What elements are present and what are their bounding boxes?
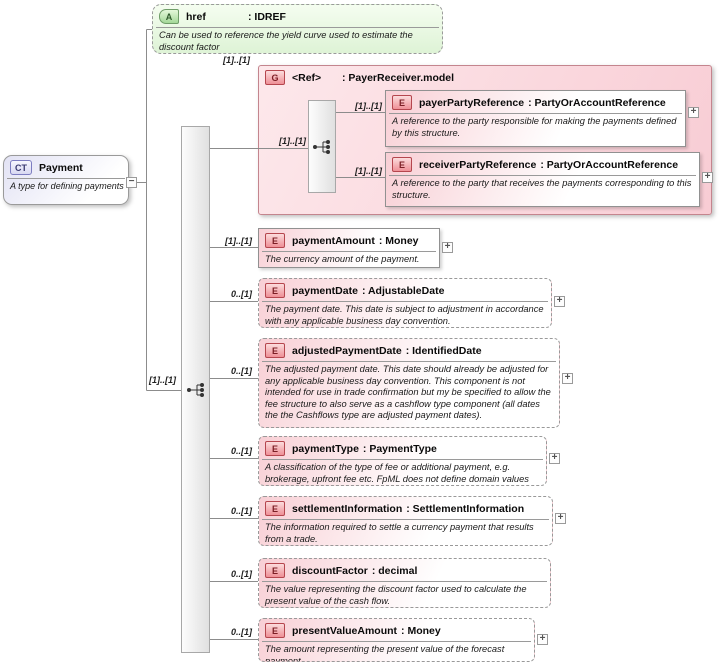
element-name: paymentType (292, 442, 359, 455)
attribute-description: Can be used to reference the yield curve… (156, 27, 439, 53)
element-box-paymentAmount[interactable]: E paymentAmount : Money The currency amo… (258, 228, 440, 268)
occurrence-label-paymentDate: 0..[1] (230, 289, 252, 299)
expand-icon[interactable]: + (442, 242, 453, 253)
occurrence-label-paymentType: 0..[1] (230, 446, 252, 456)
element-type: : decimal (371, 564, 418, 577)
element-icon: E (265, 283, 285, 298)
element-box-receiverPartyReference[interactable]: E receiverPartyReference : PartyOrAccoun… (385, 152, 700, 207)
attribute-type: : IDREF (248, 10, 286, 23)
element-icon: E (265, 441, 285, 456)
collapse-toggle-icon[interactable]: − (126, 177, 137, 188)
occurrence-label-adjustedPaymentDate: 0..[1] (230, 366, 252, 376)
sequence-icon (186, 382, 204, 397)
sequence-bar-group[interactable] (308, 100, 336, 193)
sequence-bar-main[interactable] (181, 126, 210, 653)
element-icon: E (265, 343, 285, 358)
complextype-icon: CT (10, 160, 32, 175)
element-box-adjustedPaymentDate[interactable]: E adjustedPaymentDate : IdentifiedDate T… (258, 338, 560, 428)
element-description: The currency amount of the payment. (262, 251, 436, 267)
expand-icon[interactable]: + (688, 107, 699, 118)
sequence-icon (313, 139, 330, 154)
expand-icon[interactable]: + (562, 373, 573, 384)
element-box-presentValueAmount[interactable]: E presentValueAmount : Money The amount … (258, 618, 535, 662)
expand-icon[interactable]: + (702, 172, 713, 183)
element-description: A reference to the party that receives t… (389, 175, 696, 204)
element-box-payerPartyReference[interactable]: E payerPartyReference : PartyOrAccountRe… (385, 90, 686, 147)
complextype-box-Payment[interactable]: CT Payment A type for defining payments (3, 155, 129, 205)
element-icon: E (392, 95, 412, 110)
occurrence-label-group: [1]..[1] (223, 55, 250, 65)
element-description: The adjusted payment date. This date sho… (262, 361, 556, 425)
element-name: paymentDate (292, 284, 358, 297)
element-name: discountFactor (292, 564, 368, 577)
element-icon: E (265, 233, 285, 248)
element-description: A classification of the type of fee or a… (262, 459, 543, 485)
element-box-paymentDate[interactable]: E paymentDate : AdjustableDate The payme… (258, 278, 552, 328)
element-name: presentValueAmount (292, 624, 398, 637)
element-type: : Money (378, 234, 419, 247)
element-box-settlementInformation[interactable]: E settlementInformation : SettlementInfo… (258, 496, 553, 546)
occurrence-label-payerPartyReference: [1]..[1] (355, 101, 382, 111)
expand-icon[interactable]: + (555, 513, 566, 524)
page-title: Payment (39, 161, 83, 174)
attribute-name: href (186, 10, 206, 23)
element-box-paymentType[interactable]: E paymentType : PaymentType A classifica… (258, 436, 547, 486)
element-type: : Money (401, 624, 441, 637)
element-type: : SettlementInformation (406, 502, 525, 515)
element-type: : AdjustableDate (361, 284, 445, 297)
element-description: The information required to settle a cur… (262, 519, 549, 545)
group-type: : PayerReceiver.model (342, 71, 455, 84)
element-name: paymentAmount (292, 234, 375, 247)
element-icon: E (265, 501, 285, 516)
occurrence-label-group-sequence: [1]..[1] (279, 136, 306, 146)
element-description: The payment date. This date is subject t… (262, 301, 548, 327)
occurrence-label-presentValueAmount: 0..[1] (230, 627, 252, 637)
occurrence-label-settlementInformation: 0..[1] (230, 506, 252, 516)
element-icon: E (265, 623, 285, 638)
group-name: <Ref> (292, 71, 322, 84)
group-icon: G (265, 70, 285, 85)
expand-icon[interactable]: + (549, 453, 560, 464)
element-box-discountFactor[interactable]: E discountFactor : decimal The value rep… (258, 558, 551, 608)
expand-icon[interactable]: + (537, 634, 548, 645)
element-type: : PartyOrAccountReference (540, 158, 679, 171)
element-name: receiverPartyReference (419, 158, 537, 171)
element-type: : PaymentType (362, 442, 437, 455)
occurrence-label-main-sequence: [1]..[1] (149, 375, 176, 385)
element-name: adjustedPaymentDate (292, 344, 402, 357)
element-icon: E (265, 563, 285, 578)
occurrence-label-discountFactor: 0..[1] (230, 569, 252, 579)
element-description: The value representing the discount fact… (262, 581, 547, 607)
complextype-description: A type for defining payments (7, 178, 125, 195)
occurrence-label-paymentAmount: [1]..[1] (225, 236, 252, 246)
element-icon: E (392, 157, 412, 172)
attribute-box-href[interactable]: A href : IDREF Can be used to reference … (152, 4, 443, 54)
element-type: : IdentifiedDate (405, 344, 482, 357)
element-description: A reference to the party responsible for… (389, 113, 682, 142)
element-name: payerPartyReference (419, 96, 525, 109)
element-type: : PartyOrAccountReference (528, 96, 666, 109)
attribute-icon: A (159, 9, 179, 24)
expand-icon[interactable]: + (554, 296, 565, 307)
occurrence-label-receiverPartyReference: [1]..[1] (355, 166, 382, 176)
element-name: settlementInformation (292, 502, 403, 515)
element-description: The amount representing the present valu… (262, 641, 531, 661)
